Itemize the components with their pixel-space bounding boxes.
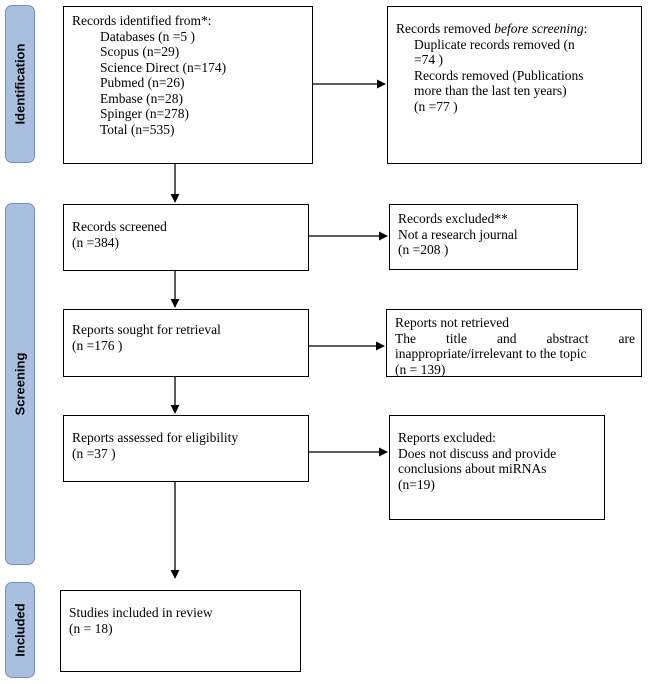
records-removed-heading-prefix: Records removed [396,21,495,36]
source-total: Total (n=535) [100,121,175,137]
records-screened-title: Records screened [72,219,167,234]
records-removed-heading: Records removed before screening: [396,21,633,37]
source-scopus: Scopus (n=29) [100,44,180,59]
reports-sought-title: Reports sought for retrieval [72,322,221,337]
phase-included: Included [5,582,35,678]
records-screened-box: Records screened (n =384) [63,204,309,271]
records-excluded-count: (n =208 ) [398,242,449,257]
reports-excluded-title: Reports excluded: [398,430,496,445]
removed-line-3: Records removed (Publications [414,67,584,83]
source-databases: Databases (n =5 ) [100,28,195,44]
removed-line-4: more than the last ten years) [414,83,567,98]
source-embase: Embase (n=28) [100,90,183,106]
records-identified-heading: Records identified from*: [72,13,212,28]
reports-not-retrieved-title: Reports not retrieved [395,315,509,330]
reports-sought-box: Reports sought for retrieval (n =176 ) [63,309,309,377]
source-spinger: Spinger (n=278) [100,106,189,121]
reports-excluded-line-2: conclusions about miRNAs [398,461,547,476]
records-removed-box: Records removed before screening: Duplic… [387,6,642,164]
studies-included-count: (n = 18) [69,620,113,636]
source-pubmed: Pubmed (n=26) [100,75,185,90]
reports-assessed-title: Reports assessed for eligibility [72,430,239,445]
source-science-direct: Science Direct (n=174) [100,59,227,75]
records-removed-heading-emphasis: before screening [494,21,584,36]
reports-not-retrieved-box: Reports not retrieved The title and abst… [386,309,642,377]
reports-not-retrieved-line-1: The title and abstract are [395,330,635,346]
records-identified-box: Records identified from*: Databases (n =… [63,6,313,164]
phase-screening: Screening [5,203,35,565]
records-removed-heading-suffix: : [583,21,588,36]
records-excluded-box: Records excluded** Not a research journa… [389,204,578,270]
records-excluded-reason: Not a research journal [398,226,518,242]
reports-excluded-count: (n=19) [398,476,435,492]
records-screened-count: (n =384) [72,234,119,250]
reports-assessed-count: (n =37 ) [72,445,116,461]
removed-line-5: (n =77 ) [414,98,458,114]
studies-included-title: Studies included in review [69,605,213,620]
reports-not-retrieved-count: (n = 139) [395,361,446,377]
records-excluded-title: Records excluded** [398,211,508,226]
studies-included-box: Studies included in review (n = 18) [60,590,301,672]
reports-assessed-box: Reports assessed for eligibility (n =37 … [63,415,309,482]
reports-sought-count: (n =176 ) [72,337,123,353]
reports-excluded-line-1: Does not discuss and provide [398,445,557,461]
removed-line-2: =74 ) [414,52,443,67]
phase-identification: Identification [5,5,35,163]
reports-not-retrieved-line-2: inappropriate/irrelevant to the topic [395,346,587,361]
removed-line-1: Duplicate records removed (n [414,36,575,52]
reports-excluded-box: Reports excluded: Does not discuss and p… [389,415,605,520]
